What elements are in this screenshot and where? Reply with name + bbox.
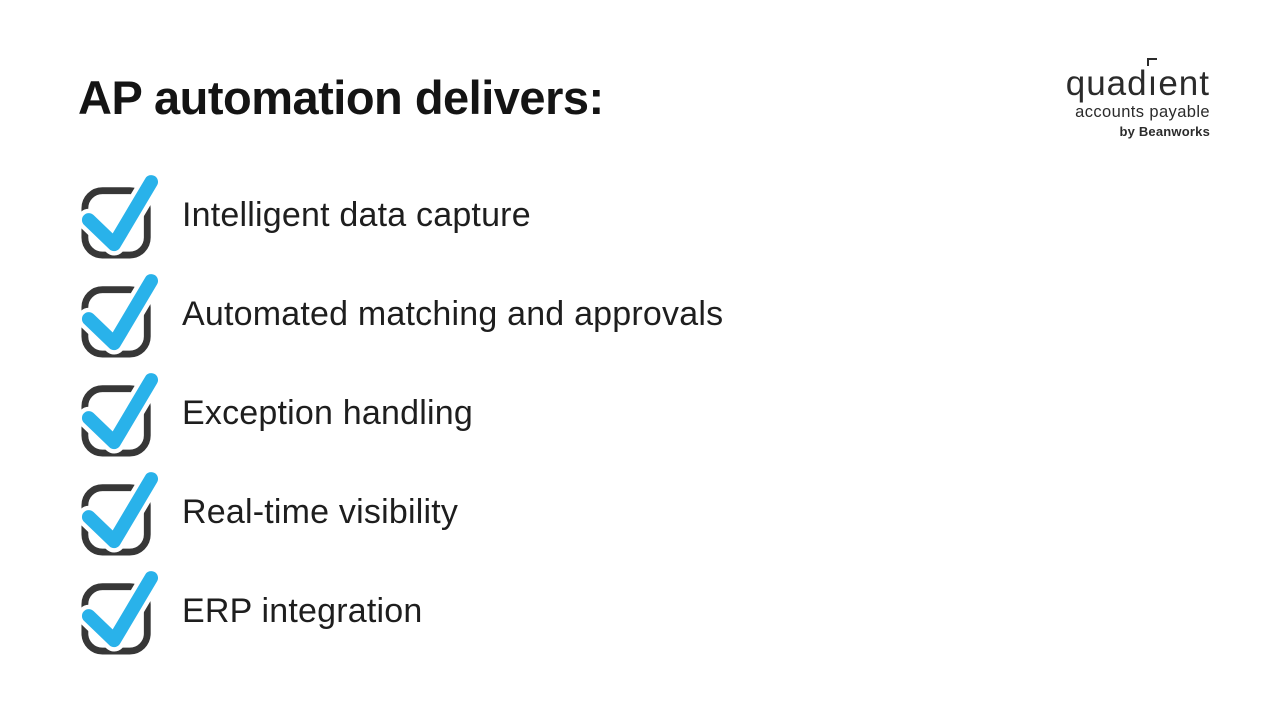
page-title: AP automation delivers: — [78, 71, 604, 124]
list-item-label: Automated matching and approvals — [182, 295, 724, 333]
checkbox-check-icon — [80, 372, 158, 456]
list-item-label: Intelligent data capture — [182, 196, 531, 234]
list-item-label: Real-time visibility — [182, 493, 459, 531]
list-item-label: Exception handling — [182, 394, 473, 432]
quadient-i-mark-icon — [1146, 58, 1157, 66]
logo-byline: by Beanworks — [1119, 123, 1210, 139]
logo-subtitle: accounts payable — [1075, 103, 1210, 121]
brand-text-pre: quad — [1065, 64, 1148, 103]
list-item: ERP integration — [80, 562, 723, 661]
list-item: Automated matching and approvals — [80, 265, 723, 364]
checkbox-check-icon — [80, 471, 158, 555]
checklist: Intelligent data capture Automated match… — [80, 166, 723, 661]
checkbox-check-icon — [80, 273, 158, 357]
brand-text-post: ent — [1158, 64, 1210, 103]
checkbox-check-icon — [80, 174, 158, 258]
checkbox-check-icon — [80, 570, 158, 654]
list-item: Real-time visibility — [80, 463, 723, 562]
list-item: Intelligent data capture — [80, 166, 723, 265]
list-item-label: ERP integration — [182, 592, 423, 630]
list-item: Exception handling — [80, 364, 723, 463]
brand-letter-i: ı — [1146, 58, 1159, 101]
